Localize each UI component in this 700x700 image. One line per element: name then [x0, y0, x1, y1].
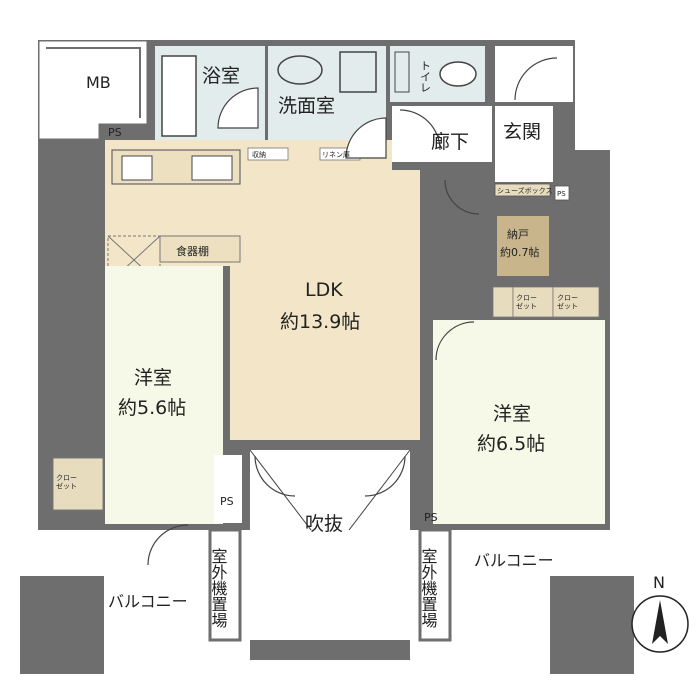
bath-door-icon: [217, 87, 259, 129]
western-right-door-icon: [435, 321, 475, 361]
washroom-door-icon: [345, 117, 387, 159]
label-washroom: 洗面室: [278, 95, 335, 117]
label-shoe-box: シューズボックス: [497, 186, 552, 195]
nando-room: [497, 216, 549, 276]
closet-small-c: [552, 286, 600, 318]
label-linen: リネン庫: [322, 150, 350, 159]
western-room-right: [433, 320, 605, 524]
label-ps-entry: PS: [557, 190, 566, 198]
label-closet-left: クローゼット: [56, 474, 77, 490]
atrium-door-b-icon: [364, 455, 406, 497]
label-western-left-size: 約5.6帖: [118, 397, 186, 419]
labels: MB PS 浴室 洗面室 トイレ 廊下 玄関 収納 リネン庫 シューズボックス …: [56, 60, 578, 629]
label-balcony-right: バルコニー: [474, 551, 554, 570]
toilet-tank-icon: [394, 51, 410, 93]
bathtub-icon: [161, 55, 197, 137]
balconies: [20, 528, 634, 674]
western-left-balcony-door-icon: [147, 524, 189, 566]
closet-small-a: [492, 286, 514, 318]
label-mb: MB: [86, 73, 111, 92]
label-closet-b: クローゼット: [516, 294, 537, 310]
hallway-floor: [392, 106, 492, 162]
label-balcony-left: バルコニー: [108, 592, 188, 611]
entry-door-area: [495, 46, 573, 102]
label-ac-right: 室外機置場: [419, 548, 438, 629]
entry-area: [392, 46, 573, 276]
doors: [147, 57, 558, 566]
balcony-floor: [38, 530, 610, 650]
ps-entry-box: [554, 185, 570, 201]
entry-door-icon: [514, 57, 558, 101]
stove-icon: [121, 155, 153, 181]
label-western-right-size: 約6.5帖: [477, 433, 545, 455]
label-western-right: 洋室: [493, 403, 531, 425]
balcony-wall-left: [20, 576, 104, 674]
atrium-door-a-icon: [254, 455, 296, 497]
shoe-box: [494, 183, 551, 197]
label-ldk-size: 約13.9帖: [280, 311, 360, 333]
label-dish-shelf: 食器棚: [176, 244, 209, 258]
label-ac-left: 室外機置場: [209, 548, 228, 629]
closet-small-b: [512, 286, 554, 318]
exterior-top-right: [575, 40, 615, 150]
label-ps-right: PS: [424, 511, 438, 524]
label-closet-c: クローゼット: [557, 294, 578, 310]
closet-left: [52, 457, 104, 511]
label-ldk: LDK: [305, 279, 343, 301]
storage-box: [247, 147, 289, 161]
compass-label: N: [653, 573, 665, 592]
ldk-floor: [105, 140, 420, 440]
label-toilet: トイレ: [419, 60, 432, 93]
label-storage: 収納: [252, 150, 266, 159]
dish-shelf: [159, 235, 241, 263]
ps-mid-box: [214, 455, 242, 523]
north-arrow-icon: [652, 600, 668, 644]
toilet-icon: [439, 61, 477, 87]
balcony-wall-right: [550, 576, 634, 674]
label-nando: 納戸: [507, 228, 529, 241]
label-atrium: 吹抜: [305, 513, 343, 535]
washing-machine-icon: [339, 51, 377, 93]
label-hallway: 廊下: [431, 131, 469, 153]
label-nando-size: 約0.7帖: [500, 245, 540, 259]
western-room-left: [105, 266, 223, 524]
toilet-door-icon: [399, 109, 441, 151]
label-ps-top: PS: [108, 126, 122, 139]
bedrooms: [52, 266, 605, 524]
label-western-left: 洋室: [134, 367, 172, 389]
sink-icon: [277, 55, 323, 85]
ac-space-right: [418, 528, 452, 642]
label-bath: 浴室: [202, 65, 240, 87]
entrance-floor: [495, 106, 553, 182]
kitchen-sink-icon: [191, 155, 233, 181]
label-ps-mid: PS: [220, 495, 234, 508]
compass: N: [631, 573, 689, 653]
ldk-area: [105, 140, 420, 440]
ldk-door-icon: [444, 179, 480, 215]
ac-space-left: [208, 528, 242, 642]
label-entrance: 玄関: [503, 121, 541, 143]
